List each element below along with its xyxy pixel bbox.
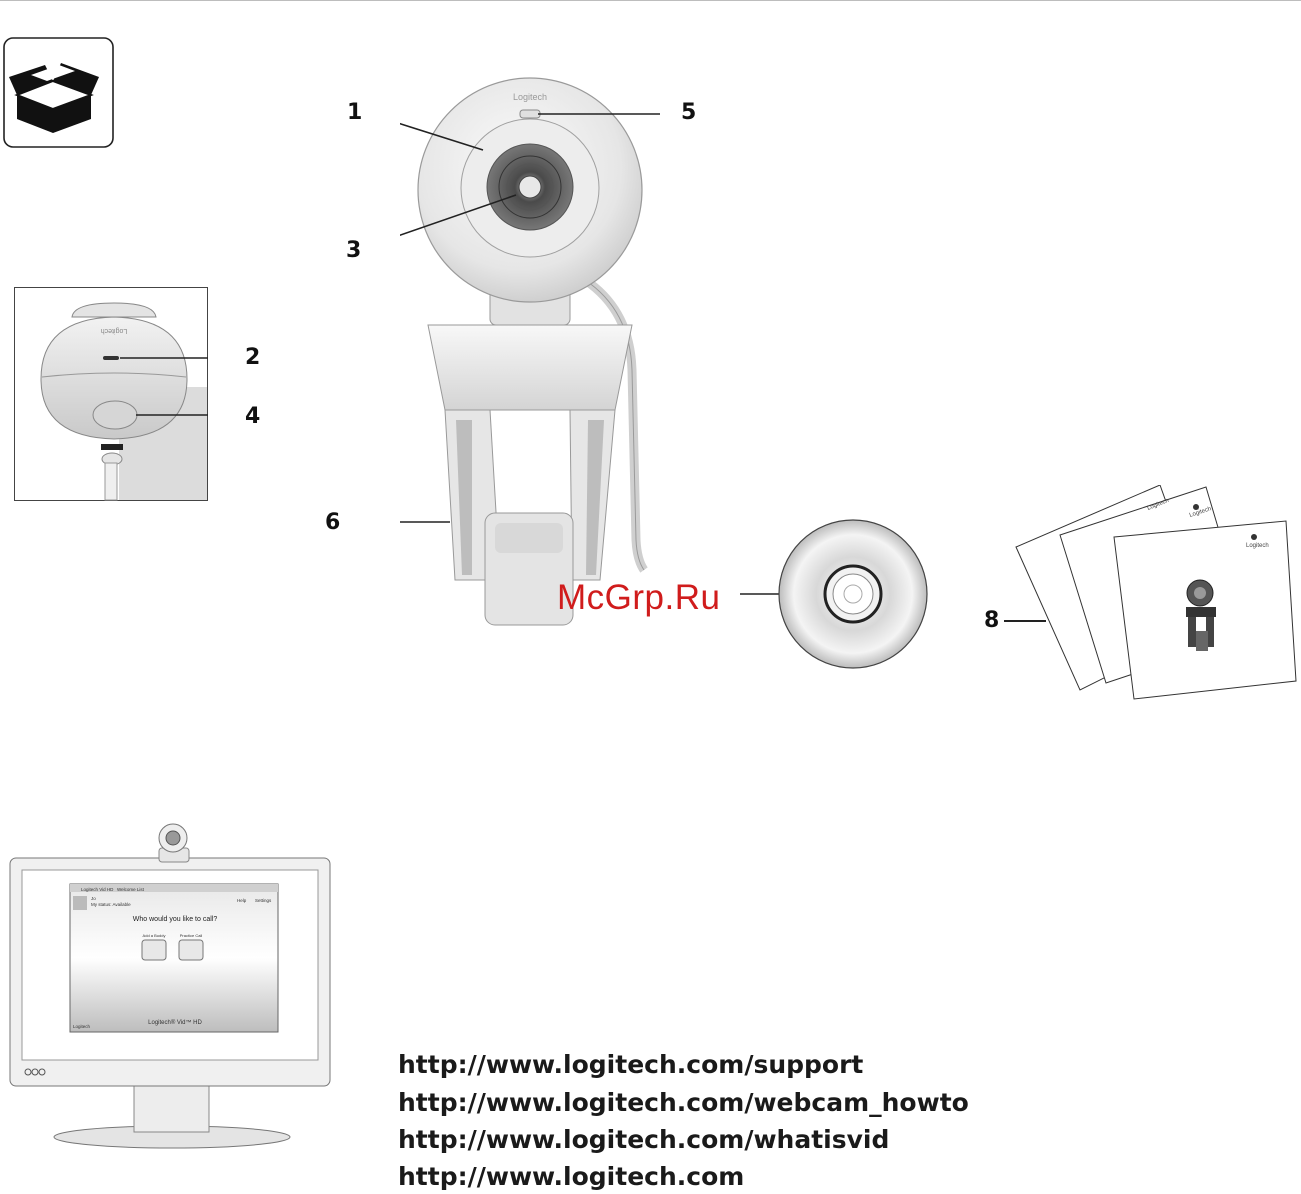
link-webcam-howto[interactable]: http://www.logitech.com/webcam_howto	[398, 1088, 969, 1117]
callout-8-leader	[1004, 620, 1046, 622]
screen-question: Who would you like to call?	[133, 916, 218, 923]
screen-practice-call: Practice Call	[180, 933, 203, 938]
camera-top-view-inset: Logitech	[14, 287, 240, 501]
screen-tab: Welcome List	[117, 887, 145, 892]
svg-text:Logitech: Logitech	[101, 327, 128, 334]
screen-brand: Logitech	[73, 1024, 91, 1029]
monitor-illustration: Logitech Vid HD Welcome List Jo My statu…	[9, 820, 334, 1150]
screen-add-buddy: Add a Buddy	[143, 933, 166, 938]
link-support[interactable]: http://www.logitech.com/support	[398, 1050, 864, 1079]
webcam-illustration: Logitech	[345, 70, 676, 635]
screen-settings: Settings	[255, 898, 272, 903]
svg-text:Logitech: Logitech	[1246, 543, 1269, 549]
callout-4: 4	[245, 404, 261, 429]
documentation-sheets: Logitech Logitech Logitech	[1010, 484, 1300, 705]
screen-help: Help	[237, 898, 247, 903]
link-whatisvid[interactable]: http://www.logitech.com/whatisvid	[398, 1125, 890, 1154]
box-icon	[3, 37, 114, 148]
callout-8: 8	[984, 608, 1000, 633]
callout-6: 6	[325, 510, 341, 535]
screen-status: My status: Available	[91, 902, 131, 907]
screen-user-name: Jo	[91, 896, 96, 901]
screen-window-title: Logitech Vid HD	[81, 887, 114, 892]
callout-5: 5	[681, 100, 697, 125]
watermark: McGrp.Ru	[557, 578, 721, 617]
top-rule	[0, 0, 1301, 1]
callout-3: 3	[346, 238, 362, 263]
link-logitech-home[interactable]: http://www.logitech.com	[398, 1162, 745, 1191]
callout-2: 2	[245, 345, 261, 370]
callout-1: 1	[347, 100, 363, 125]
screen-footer: Logitech® Vid™ HD	[148, 1019, 202, 1026]
cd-disc	[740, 518, 930, 673]
camera-brand-text: Logitech	[513, 92, 547, 102]
